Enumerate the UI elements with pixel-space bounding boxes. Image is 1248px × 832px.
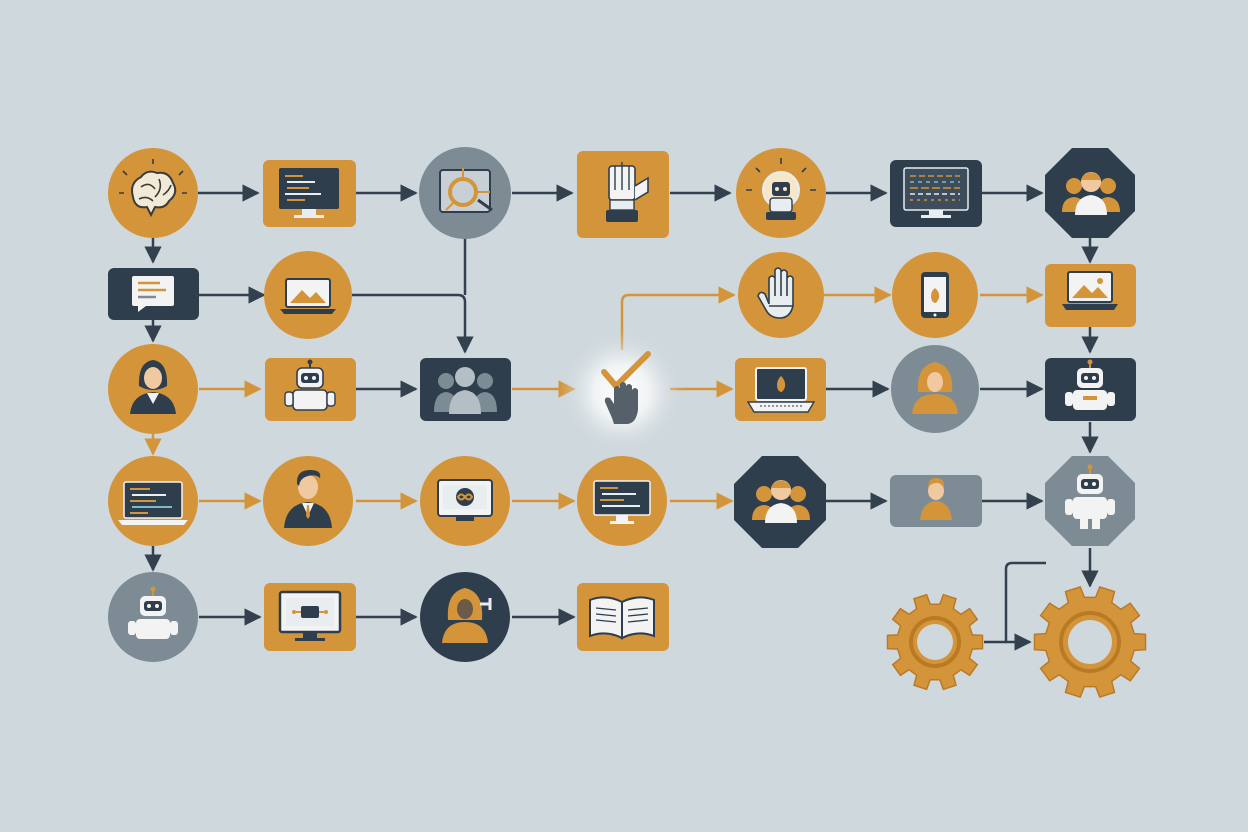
node-laptop (735, 358, 826, 421)
person-man-icon (284, 470, 332, 528)
node-monitor-code-dark (890, 160, 982, 227)
node-person-square (890, 475, 982, 527)
node-robot-octagon (1045, 456, 1135, 546)
laptop-code-icon (118, 481, 188, 525)
node-document (108, 268, 199, 320)
node-monitor-code (263, 160, 356, 227)
node-robot-dark (1045, 358, 1136, 421)
monitor-code-icon (279, 168, 339, 218)
node-robot-hand (577, 151, 669, 238)
person-hood-icon (912, 362, 958, 414)
node-robot-hand-circle (738, 252, 824, 338)
circuit-tablet-icon (439, 168, 493, 213)
node-team-square (420, 358, 511, 421)
node-team-octagon-2 (734, 456, 826, 548)
node-person-woman (108, 344, 198, 434)
robot-icon (128, 586, 178, 639)
edge-n16-n10 (620, 286, 736, 350)
monitor-code-icon (593, 480, 651, 524)
node-approval-glow (560, 330, 684, 454)
monitor-code-icon (903, 167, 969, 218)
connectors (144, 184, 1099, 651)
gear-icon (886, 593, 984, 691)
robot-hand-icon (606, 162, 649, 222)
people-group-icon (752, 480, 810, 523)
node-monitor-infinity (420, 456, 510, 546)
node-team-octagon (1045, 148, 1135, 238)
checkmark-hand-icon (601, 351, 651, 424)
people-group-icon (434, 367, 497, 414)
monitor-infinity-icon (437, 479, 493, 521)
edge-g1-g2 (1004, 561, 1046, 651)
node-gear-large (1033, 585, 1147, 699)
node-robot-square (265, 358, 356, 421)
node-monitor-chip (264, 583, 356, 651)
node-robot-circle (108, 572, 198, 662)
node-person-man (263, 456, 353, 546)
node-monitor-code-circle (577, 456, 667, 546)
node-robot-idea (736, 148, 826, 238)
person-hood-icon (442, 588, 492, 643)
node-circuit-tablet (419, 147, 511, 239)
node-hooded-person (891, 345, 979, 433)
node-laptop-image (264, 251, 352, 339)
monitor-chip-icon (278, 590, 342, 641)
node-laptop-code (108, 456, 198, 546)
robot-idea-icon (746, 158, 816, 220)
node-smartphone (892, 252, 978, 338)
node-open-book (577, 583, 669, 651)
robot-hand-icon (757, 267, 794, 319)
smartphone-icon (921, 272, 949, 318)
robot-icon (1065, 359, 1115, 410)
open-book-icon (589, 596, 655, 640)
laptop-image-icon (1062, 271, 1118, 310)
node-gear-small (886, 593, 984, 691)
document-icon (132, 276, 174, 312)
brain-icon (119, 159, 187, 218)
laptop-image-icon (280, 278, 336, 314)
gear-icon (1033, 585, 1147, 699)
robot-icon (284, 359, 336, 411)
person-icon (920, 478, 952, 520)
person-woman-icon (130, 360, 176, 414)
people-group-icon (1062, 172, 1120, 215)
edge-n9-n15 (352, 293, 474, 354)
node-brain (108, 148, 198, 238)
node-hooded-person-dark (420, 572, 510, 662)
robot-icon (1065, 464, 1115, 529)
laptop-icon (746, 367, 816, 413)
node-laptop-image-square (1045, 264, 1136, 327)
